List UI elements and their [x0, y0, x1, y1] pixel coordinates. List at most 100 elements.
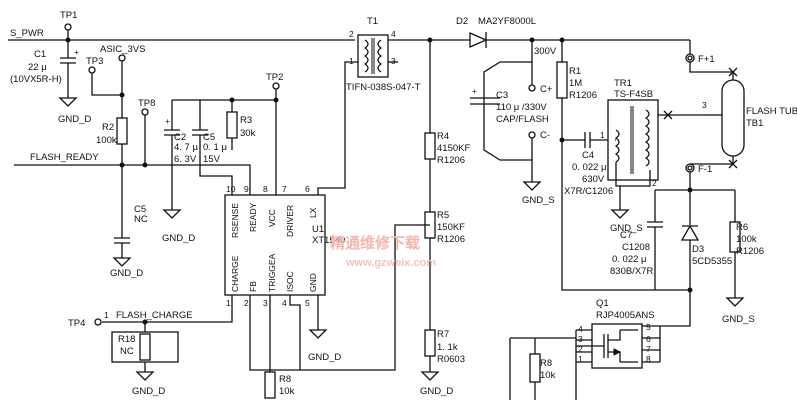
- svg-text:GND_D: GND_D: [308, 352, 341, 363]
- svg-text:6: 6: [305, 184, 310, 194]
- svg-text:TP4: TP4: [68, 318, 85, 329]
- tr1-ref: TR1: [614, 78, 632, 89]
- flash-ready-net: [14, 164, 251, 195]
- svg-text:R8: R8: [279, 374, 291, 385]
- svg-text:D3: D3: [692, 244, 704, 255]
- svg-text:6: 6: [646, 334, 651, 344]
- svg-text:5: 5: [305, 298, 310, 308]
- svg-text:GND_S: GND_S: [610, 223, 643, 234]
- c3-minus-terminal: [528, 131, 536, 139]
- c3-plus-terminal: [528, 84, 536, 92]
- svg-text:R0603: R0603: [437, 354, 465, 365]
- svg-text:10k: 10k: [540, 370, 556, 381]
- svg-text:5CD5355: 5CD5355: [692, 256, 732, 267]
- tb1-ref: TB1: [746, 118, 763, 129]
- c1-value: 22 μ: [28, 62, 47, 73]
- tp4-testpoint: [94, 318, 102, 326]
- flash-ready-label: FLASH_READY: [30, 152, 99, 163]
- svg-text:7: 7: [282, 184, 287, 194]
- svg-text:5: 5: [646, 322, 651, 332]
- svg-text:2: 2: [578, 344, 583, 354]
- c3-ref: C3: [496, 90, 508, 101]
- svg-text:R5: R5: [437, 210, 449, 221]
- watermark-cn: 精通维修下载: [330, 234, 420, 252]
- svg-text:C5: C5: [203, 132, 215, 143]
- svg-text:1: 1: [578, 354, 583, 364]
- c1-ref: C1: [34, 49, 46, 60]
- svg-text:R1: R1: [569, 66, 581, 77]
- svg-text:C-: C-: [540, 130, 550, 141]
- c2-ground: [162, 209, 182, 219]
- svg-text:TP8: TP8: [138, 98, 155, 109]
- svg-text:R18: R18: [118, 334, 135, 345]
- u1-part: XT1540: [312, 235, 345, 246]
- svg-text:830B/X7R: 830B/X7R: [610, 266, 653, 277]
- r2-resistor: [116, 117, 128, 145]
- c1-rating: (10VX5R-H): [10, 74, 62, 85]
- asic-3vs-label: ASIC_3VS: [100, 44, 145, 55]
- flash-charge-label: FLASH_CHARGE: [116, 310, 193, 321]
- svg-text:6. 3V: 6. 3V: [174, 154, 197, 165]
- svg-text:CAP/FLASH: CAP/FLASH: [496, 114, 549, 125]
- svg-text:3: 3: [391, 56, 396, 66]
- svg-text:4. 7 μ: 4. 7 μ: [174, 142, 198, 153]
- svg-text:+: +: [165, 116, 170, 126]
- svg-text:NC: NC: [134, 214, 148, 225]
- q1-part: RJP4005ANS: [596, 310, 655, 321]
- svg-text:9: 9: [244, 184, 249, 194]
- svg-text:0. 022 μ: 0. 022 μ: [572, 162, 607, 173]
- d3-diode: [680, 224, 700, 241]
- v300-label: 300V: [534, 46, 557, 57]
- c1-ground: [58, 97, 78, 107]
- tp3-testpoint: [88, 66, 96, 74]
- r18-resistor: [139, 333, 151, 361]
- svg-text:C5: C5: [134, 204, 146, 215]
- tb1-name: FLASH TUBE: [746, 106, 797, 117]
- svg-text:F-1: F-1: [698, 164, 712, 175]
- svg-text:1: 1: [226, 298, 231, 308]
- svg-text:8: 8: [646, 354, 651, 364]
- svg-text:1: 1: [104, 310, 109, 320]
- svg-text:GND_D: GND_D: [58, 114, 91, 125]
- svg-text:GND_D: GND_D: [132, 386, 165, 397]
- svg-text:TRIGGEA: TRIGGEA: [267, 253, 277, 292]
- svg-text:1: 1: [349, 56, 354, 66]
- svg-text:4: 4: [391, 29, 396, 39]
- svg-text:R1206: R1206: [736, 246, 764, 257]
- svg-text:ISOC: ISOC: [285, 271, 295, 292]
- svg-text:3: 3: [578, 334, 583, 344]
- svg-text:GND_D: GND_D: [110, 268, 143, 279]
- tp8-testpoint: [141, 108, 149, 116]
- svg-text:R1206: R1206: [569, 90, 597, 101]
- svg-text:C2: C2: [174, 132, 186, 143]
- svg-text:30k: 30k: [240, 128, 256, 139]
- svg-text:DRIVER: DRIVER: [285, 205, 295, 237]
- svg-text:15V: 15V: [203, 154, 221, 165]
- tp2-testpoint: [272, 82, 280, 90]
- svg-text:RSENSE: RSENSE: [230, 203, 240, 238]
- svg-text:R7: R7: [437, 329, 449, 340]
- svg-text:10: 10: [226, 184, 236, 194]
- svg-text:CHARGE: CHARGE: [230, 255, 240, 292]
- svg-text:R3: R3: [240, 115, 252, 126]
- svg-text:1: 1: [600, 130, 605, 140]
- t1-ref: T1: [367, 16, 378, 27]
- c5nc-ground: [112, 257, 132, 267]
- svg-text:2: 2: [244, 298, 249, 308]
- svg-text:GND_S: GND_S: [522, 195, 555, 206]
- tp1-testpoint: [64, 23, 72, 31]
- s-pwr-label: S_PWR: [10, 28, 44, 39]
- svg-text:FB: FB: [248, 281, 258, 292]
- f-plus-terminal: [685, 53, 695, 63]
- svg-text:8: 8: [263, 184, 268, 194]
- r3-resistor: [226, 111, 238, 139]
- flash-tube: [721, 79, 745, 157]
- tr1-part: TS-F4SB: [614, 89, 653, 100]
- svg-text:1. 1k: 1. 1k: [437, 342, 458, 353]
- r7-resistor: [424, 329, 436, 357]
- r4-resistor: [424, 132, 436, 160]
- svg-text:4: 4: [578, 324, 583, 334]
- svg-text:2: 2: [652, 178, 657, 188]
- svg-text:R1206: R1206: [437, 155, 465, 166]
- svg-text:R6: R6: [736, 222, 748, 233]
